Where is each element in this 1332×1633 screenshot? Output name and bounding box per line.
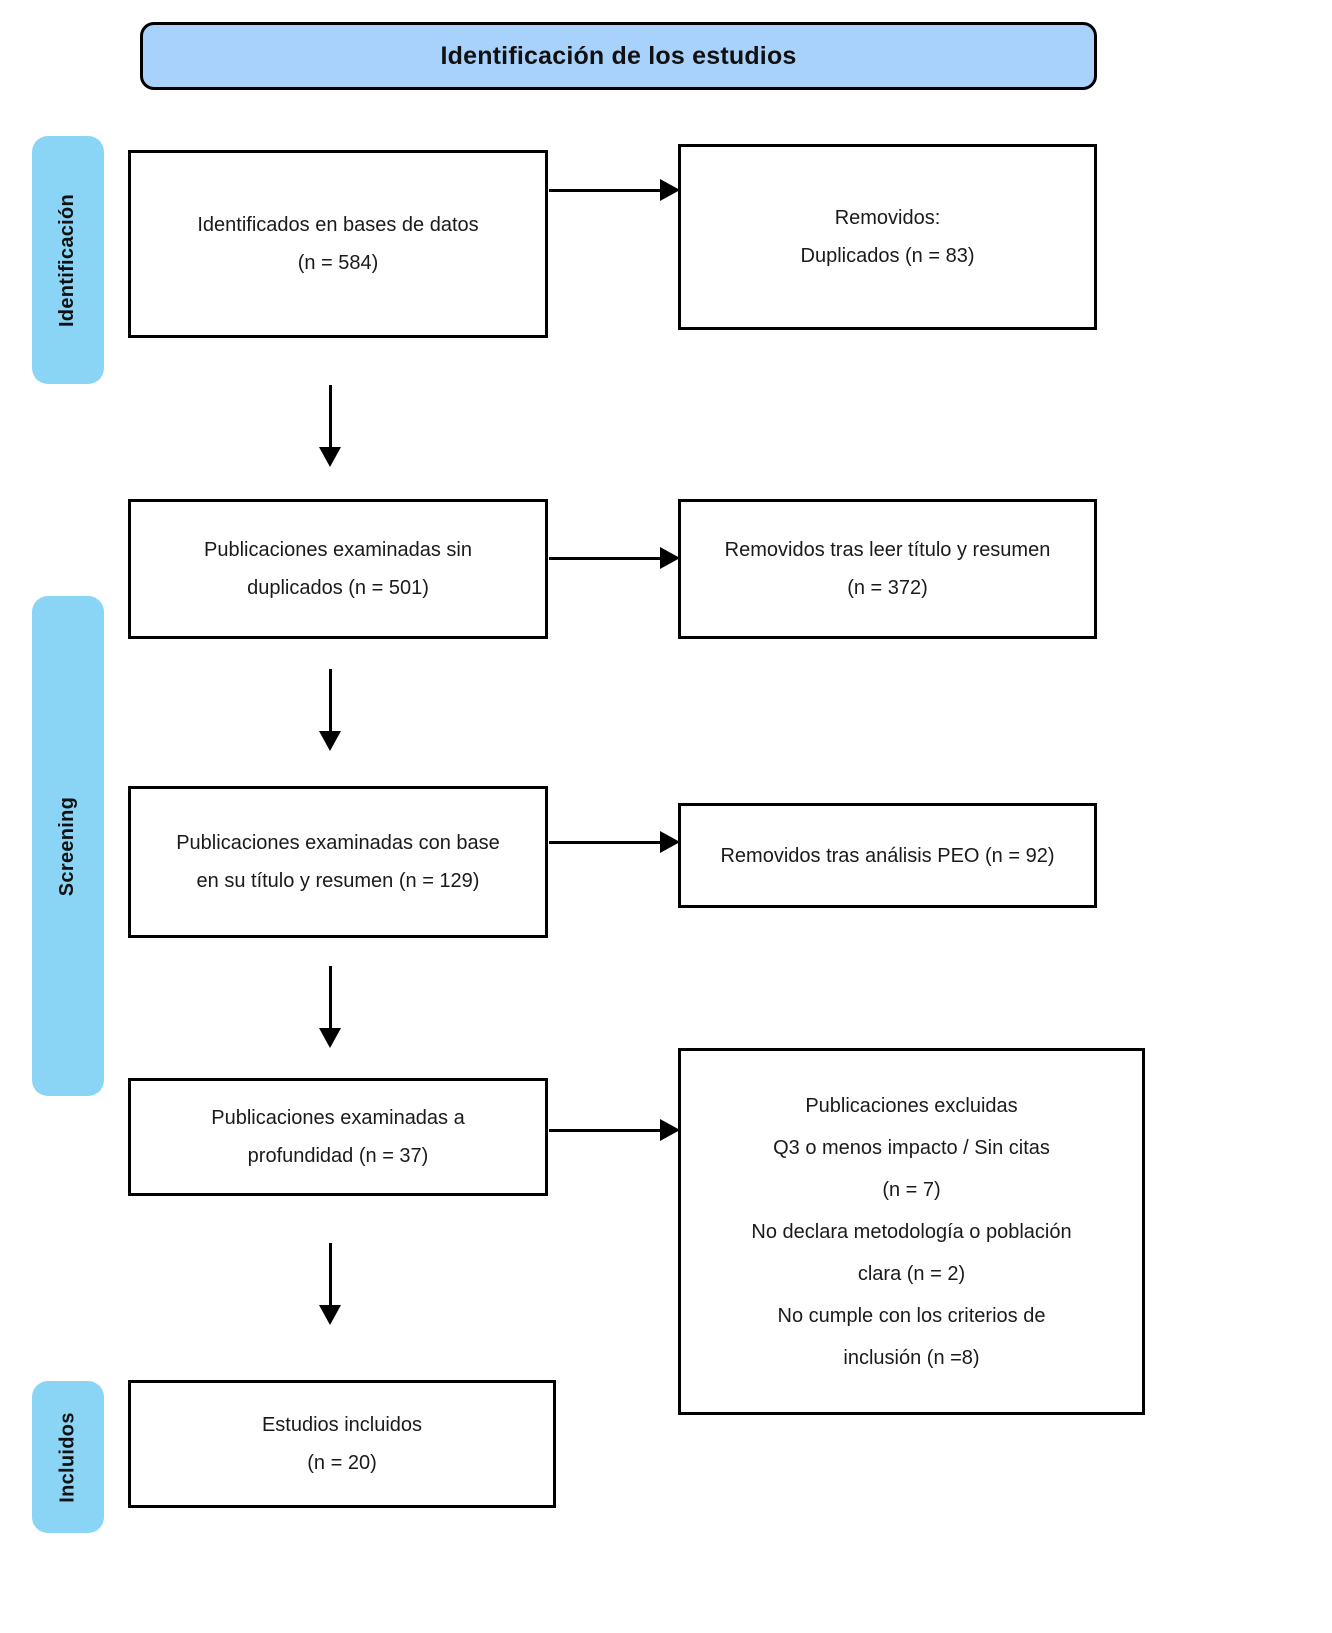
node-count: inclusión (n =8) (843, 1346, 980, 1369)
node-excluded-publications: Publicaciones excluidas Q3 o menos impac… (678, 1048, 1145, 1415)
arrow-head (319, 447, 341, 467)
arrow-head (319, 1305, 341, 1325)
stage-bar-identificacion: Identificación (32, 136, 104, 384)
node-count: clara (n = 2) (857, 1262, 966, 1285)
arrow-shaft (328, 1243, 332, 1306)
node-line: Removidos tras análisis PEO (n = 92) (720, 844, 1055, 867)
arrow-shaft (328, 966, 332, 1029)
arrow-head (660, 1119, 680, 1141)
arrow-head (660, 179, 680, 201)
arrow-shaft (328, 385, 332, 448)
arrow-shaft (549, 1128, 661, 1132)
node-line: Publicaciones examinadas a (211, 1107, 465, 1129)
arrow-head (319, 1028, 341, 1048)
node-count: (n = 372) (847, 577, 928, 599)
node-examined-by-title-abstract: Publicaciones examinadas con base en su … (128, 786, 548, 938)
stage-label-screening: Screening (56, 796, 79, 896)
node-line: Publicaciones excluidas (805, 1094, 1018, 1117)
node-removed-after-title-abstract: Removidos tras leer título y resumen (n … (678, 499, 1097, 639)
arrow-head (660, 831, 680, 853)
node-line: No cumple con los criterios de (777, 1304, 1046, 1327)
page-title: Identificación de los estudios (440, 41, 797, 70)
node-line: Removidos: (834, 207, 941, 229)
node-line: Estudios incluidos (261, 1414, 423, 1436)
node-screened-without-duplicates: Publicaciones examinadas sin duplicados … (128, 499, 548, 639)
node-line: Q3 o menos impacto / Sin citas (773, 1136, 1050, 1159)
arrow-shaft (328, 669, 332, 732)
node-count: profundidad (n = 37) (247, 1145, 429, 1167)
node-count: en su título y resumen (n = 129) (196, 870, 480, 892)
node-line: Publicaciones examinadas con base (176, 832, 500, 854)
node-line: Publicaciones examinadas sin (204, 539, 472, 561)
node-examined-in-depth: Publicaciones examinadas a profundidad (… (128, 1078, 548, 1196)
node-count: duplicados (n = 501) (247, 577, 429, 599)
arrow-down-icon (319, 966, 341, 1048)
diagram-title-banner: Identificación de los estudios (140, 22, 1097, 90)
arrow-head (319, 731, 341, 751)
stage-label-identificacion: Identificación (56, 193, 79, 327)
node-included-studies: Estudios incluidos (n = 20) (128, 1380, 556, 1508)
arrow-down-icon (319, 1243, 341, 1325)
stage-bar-screening: Screening (32, 596, 104, 1096)
node-line: Identificados en bases de datos (197, 214, 479, 236)
arrow-shaft (549, 556, 661, 560)
arrow-shaft (549, 840, 661, 844)
arrow-right-icon (549, 831, 680, 853)
node-count: (n = 7) (882, 1178, 941, 1201)
stage-label-incluidos: Incluidos (56, 1411, 79, 1503)
node-removed-duplicates: Removidos: Duplicados (n = 83) (678, 144, 1097, 330)
node-removed-after-peo-analysis: Removidos tras análisis PEO (n = 92) (678, 803, 1097, 908)
arrow-down-icon (319, 669, 341, 751)
arrow-shaft (549, 188, 661, 192)
arrow-right-icon (549, 547, 680, 569)
node-count: (n = 584) (297, 252, 379, 274)
arrow-head (660, 547, 680, 569)
stage-bar-incluidos: Incluidos (32, 1381, 104, 1533)
node-count: (n = 20) (307, 1452, 377, 1474)
arrow-right-icon (549, 1119, 680, 1141)
arrow-right-icon (549, 179, 680, 201)
arrow-down-icon (319, 385, 341, 467)
node-line: Removidos tras leer título y resumen (724, 539, 1051, 561)
node-count: Duplicados (n = 83) (800, 245, 975, 267)
node-identified-records: Identificados en bases de datos (n = 584… (128, 150, 548, 338)
node-line: No declara metodología o población (751, 1220, 1072, 1243)
